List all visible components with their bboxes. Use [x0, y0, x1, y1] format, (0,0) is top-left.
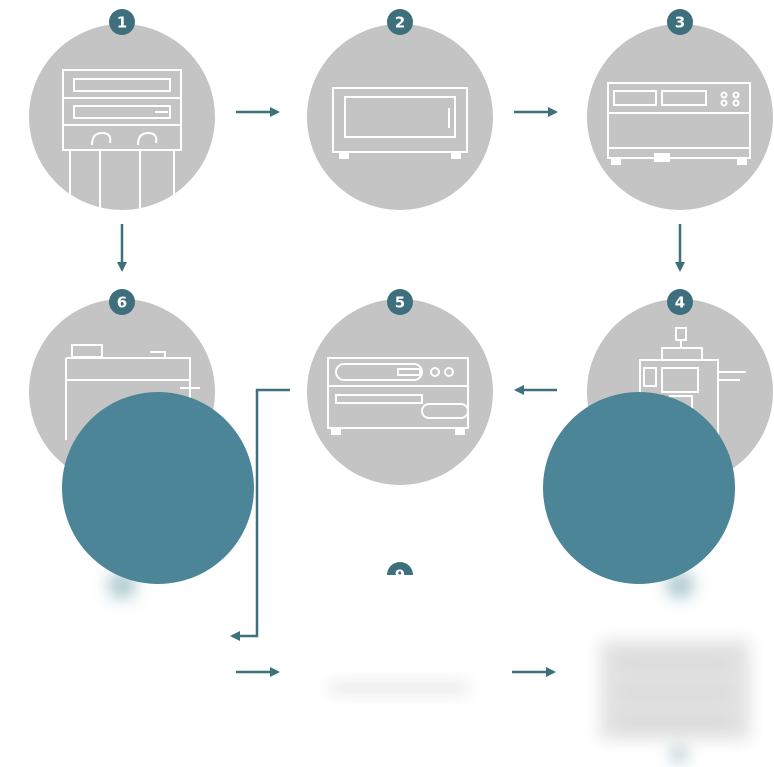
- redaction-blot-right: [543, 392, 735, 584]
- step-3: 3: [587, 9, 773, 210]
- step-2-badge: 2: [387, 9, 413, 35]
- compact-oven-icon: [332, 87, 468, 159]
- step-9-number: 9: [395, 567, 405, 585]
- step-9: 9: [382, 562, 418, 598]
- control-panel-oven-icon: [607, 82, 751, 165]
- step-5-badge: 5: [387, 289, 413, 315]
- step-1-badge: 1: [109, 9, 135, 35]
- step-3-number: 3: [675, 14, 685, 32]
- step-6-number: 6: [117, 294, 127, 312]
- step-1-number: 1: [117, 14, 127, 32]
- redaction-blot-left: [62, 392, 254, 584]
- step-4-number: 4: [675, 294, 685, 312]
- step-3-badge: 3: [667, 9, 693, 35]
- flow-arrows: [117, 107, 685, 677]
- step-6-badge: 6: [109, 289, 135, 315]
- step-2: 2: [307, 9, 493, 210]
- step-5: 5: [307, 289, 493, 485]
- step-9-badge: 9: [384, 562, 416, 592]
- step-5-number: 5: [395, 294, 405, 312]
- arrow-5-to-bottom: [230, 388, 290, 641]
- double-deck-oven-icon: [327, 357, 469, 435]
- blurred-bottom-row: [108, 571, 750, 760]
- step-2-number: 2: [395, 14, 405, 32]
- step-1: 1: [29, 9, 215, 210]
- multi-deck-oven-icon: [62, 69, 182, 208]
- step-4-badge: 4: [667, 289, 693, 315]
- bulky-machine-icon: [65, 344, 200, 440]
